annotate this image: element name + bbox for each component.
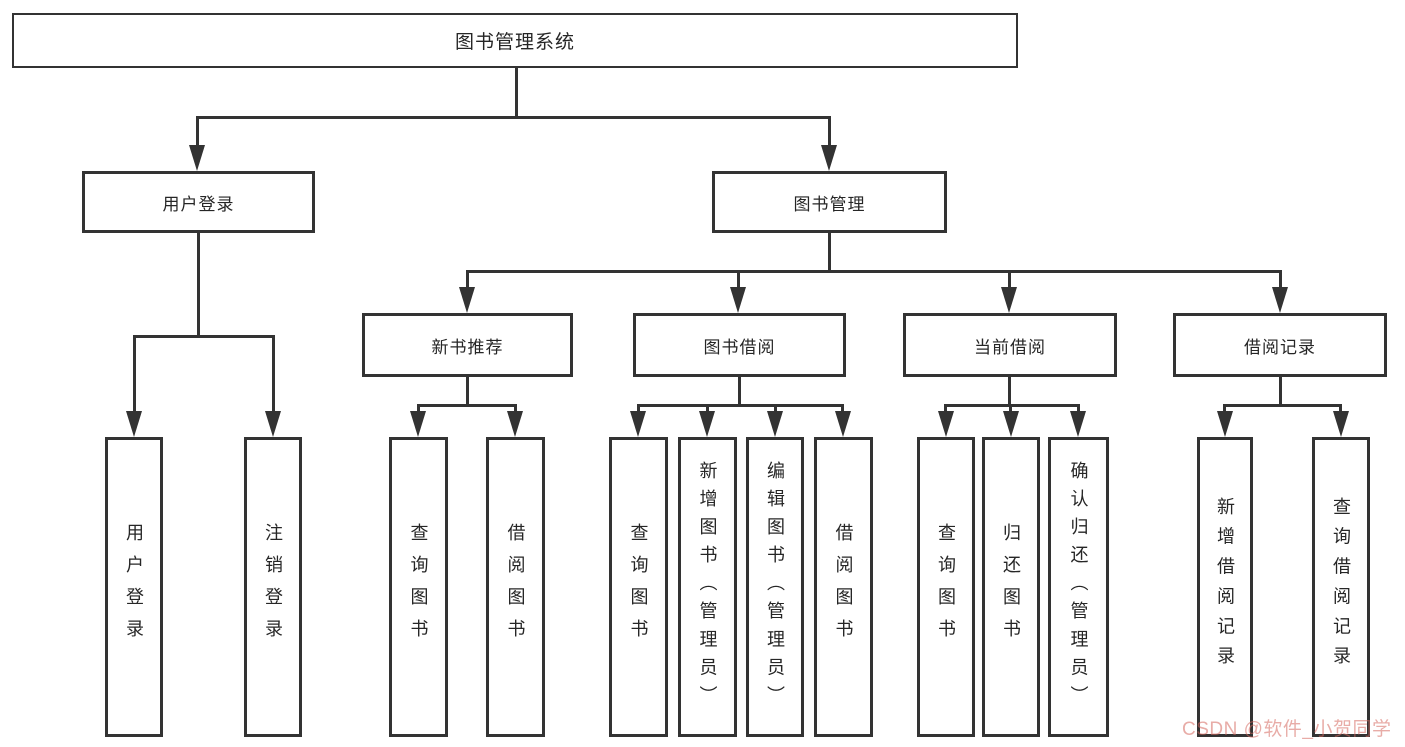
node-borrow-records: 借阅记录 bbox=[1173, 313, 1387, 377]
leaf-query-book-borrow: 查询图书 bbox=[609, 437, 668, 737]
leaf-edit-book-admin: 编辑图书（管理员） bbox=[746, 437, 804, 737]
leaf-borrow-book: 借阅图书 bbox=[814, 437, 873, 737]
watermark-text: CSDN @软件_小贺同学 bbox=[1182, 719, 1392, 740]
leaf-query-borrow-record-label: 查询借阅记录 bbox=[1331, 497, 1351, 677]
connector-line bbox=[1009, 404, 1012, 414]
connector-line bbox=[197, 233, 200, 337]
leaf-query-book-current: 查询图书 bbox=[917, 437, 975, 737]
arrow-down-icon bbox=[410, 411, 426, 437]
arrow-down-icon bbox=[1333, 411, 1349, 437]
leaf-add-book-admin-label: 新增图书（管理员） bbox=[697, 460, 718, 714]
connector-line bbox=[466, 270, 1282, 273]
leaf-add-borrow-record: 新增借阅记录 bbox=[1197, 437, 1253, 737]
arrow-down-icon bbox=[767, 411, 783, 437]
connector-line bbox=[1008, 270, 1011, 289]
connector-line bbox=[417, 404, 420, 414]
node-user-login: 用户登录 bbox=[82, 171, 315, 233]
connector-line bbox=[417, 404, 517, 407]
leaf-user-login: 用户登录 bbox=[105, 437, 163, 737]
connector-line bbox=[1279, 270, 1282, 289]
leaf-confirm-return-admin: 确认归还（管理员） bbox=[1048, 437, 1109, 737]
leaf-query-book-current-label: 查询图书 bbox=[936, 522, 956, 652]
connector-line bbox=[133, 335, 274, 338]
node-new-book-recommend: 新书推荐 bbox=[362, 313, 573, 377]
connector-line bbox=[196, 116, 199, 148]
arrow-down-icon bbox=[265, 411, 281, 437]
arrow-down-icon bbox=[1003, 411, 1019, 437]
connector-line bbox=[1339, 404, 1342, 414]
leaf-query-book-recommend-label: 查询图书 bbox=[408, 522, 429, 652]
connector-line bbox=[828, 116, 831, 148]
arrow-down-icon bbox=[630, 411, 646, 437]
leaf-add-borrow-record-label: 新增借阅记录 bbox=[1215, 497, 1235, 677]
arrow-down-icon bbox=[126, 411, 142, 437]
arrow-down-icon bbox=[938, 411, 954, 437]
leaf-logout-login: 注销登录 bbox=[244, 437, 302, 737]
connector-line bbox=[637, 404, 844, 407]
connector-line bbox=[828, 233, 831, 272]
arrow-down-icon bbox=[730, 287, 746, 313]
connector-line bbox=[774, 404, 777, 414]
connector-line bbox=[514, 404, 517, 414]
arrow-down-icon bbox=[835, 411, 851, 437]
arrow-down-icon bbox=[1070, 411, 1086, 437]
leaf-logout-login-label: 注销登录 bbox=[263, 522, 283, 652]
leaf-edit-book-admin-label: 编辑图书（管理员） bbox=[765, 460, 785, 714]
connector-line bbox=[944, 404, 947, 414]
arrow-down-icon bbox=[189, 145, 205, 171]
node-book-management-label: 图书管理 bbox=[793, 194, 866, 214]
arrow-down-icon bbox=[459, 287, 475, 313]
leaf-query-borrow-record: 查询借阅记录 bbox=[1312, 437, 1370, 737]
node-root: 图书管理系统 bbox=[12, 13, 1018, 68]
leaf-return-book: 归还图书 bbox=[982, 437, 1040, 737]
connector-line bbox=[466, 270, 469, 289]
node-user-login-label: 用户登录 bbox=[162, 194, 235, 214]
connector-line bbox=[466, 377, 469, 406]
connector-line bbox=[133, 335, 136, 414]
connector-line bbox=[738, 377, 741, 406]
connector-line bbox=[1279, 377, 1282, 406]
leaf-user-login-label: 用户登录 bbox=[124, 522, 144, 652]
leaf-query-book-borrow-label: 查询图书 bbox=[628, 522, 649, 652]
node-borrow-records-label: 借阅记录 bbox=[1244, 337, 1316, 357]
node-current-borrow-label: 当前借阅 bbox=[974, 337, 1046, 357]
arrow-down-icon bbox=[507, 411, 523, 437]
leaf-confirm-return-admin-label: 确认归还（管理员） bbox=[1068, 460, 1089, 714]
node-book-borrow: 图书借阅 bbox=[633, 313, 846, 377]
node-book-borrow-label: 图书借阅 bbox=[703, 337, 776, 357]
arrow-down-icon bbox=[1001, 287, 1017, 313]
connector-line bbox=[1223, 404, 1342, 407]
node-current-borrow: 当前借阅 bbox=[903, 313, 1117, 377]
connector-line bbox=[272, 335, 275, 414]
leaf-borrow-book-recommend-label: 借阅图书 bbox=[505, 522, 526, 652]
arrow-down-icon bbox=[699, 411, 715, 437]
node-root-label: 图书管理系统 bbox=[454, 32, 575, 53]
connector-line bbox=[944, 404, 1080, 407]
connector-line bbox=[706, 404, 709, 414]
node-book-management: 图书管理 bbox=[712, 171, 947, 233]
leaf-add-book-admin: 新增图书（管理员） bbox=[678, 437, 737, 737]
connector-line bbox=[737, 270, 740, 289]
leaf-borrow-book-recommend: 借阅图书 bbox=[486, 437, 545, 737]
connector-line bbox=[1077, 404, 1080, 414]
node-new-book-recommend-label: 新书推荐 bbox=[431, 337, 504, 357]
arrow-down-icon bbox=[821, 145, 837, 171]
connector-line bbox=[515, 68, 518, 118]
connector-line bbox=[1008, 377, 1011, 406]
connector-line bbox=[196, 116, 830, 119]
connector-line bbox=[1223, 404, 1226, 414]
arrow-down-icon bbox=[1272, 287, 1288, 313]
connector-line bbox=[637, 404, 640, 414]
leaf-query-book-recommend: 查询图书 bbox=[389, 437, 448, 737]
connector-line bbox=[841, 404, 844, 414]
arrow-down-icon bbox=[1217, 411, 1233, 437]
leaf-borrow-book-label: 借阅图书 bbox=[833, 522, 854, 652]
leaf-return-book-label: 归还图书 bbox=[1001, 522, 1021, 652]
